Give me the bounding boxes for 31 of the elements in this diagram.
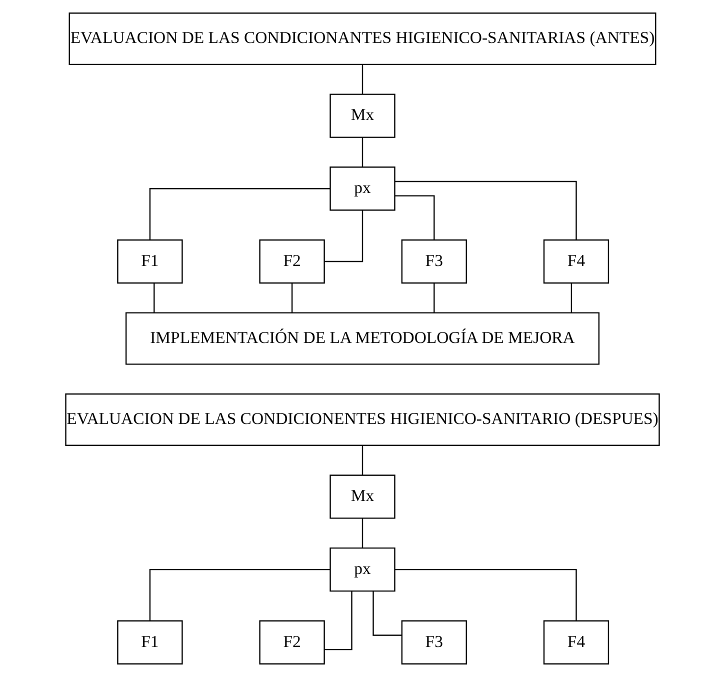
connector: [362, 64, 364, 94]
node-box: F2: [259, 620, 325, 664]
connector: [570, 283, 572, 312]
node-box: Mx: [330, 474, 396, 519]
connector: [394, 568, 577, 621]
connector: [394, 180, 577, 240]
node-box: EVALUACION DE LAS CONDICIONANTES HIGIENICO-SANITARIAS (ANTES): [68, 12, 656, 66]
node-box: F1: [117, 620, 183, 664]
node-box: F1: [117, 239, 183, 284]
connector: [362, 518, 364, 548]
node-box: px: [330, 547, 396, 592]
connector: [149, 568, 330, 621]
connector: [149, 188, 330, 240]
node-box: EVALUACION DE LAS CONDICIONENTES HIGIENICO-SANITARIO (DESPUES): [65, 393, 660, 446]
connector: [394, 195, 435, 240]
node-box: IMPLEMENTACIÓN DE LA METODOLOGÍA DE MEJORA: [125, 312, 600, 365]
connector: [324, 210, 364, 262]
node-box: F2: [259, 239, 325, 284]
connector: [372, 591, 402, 636]
node-box: F4: [543, 239, 610, 284]
connector: [362, 138, 364, 167]
connector: [291, 283, 293, 312]
node-box: F4: [543, 620, 610, 664]
node-box: F3: [401, 620, 467, 664]
node-box: Mx: [330, 94, 396, 138]
node-box: px: [330, 166, 396, 211]
connector: [362, 446, 364, 475]
connector: [324, 591, 352, 650]
connector: [154, 283, 155, 312]
node-box: F3: [401, 239, 467, 284]
connector: [434, 283, 435, 312]
